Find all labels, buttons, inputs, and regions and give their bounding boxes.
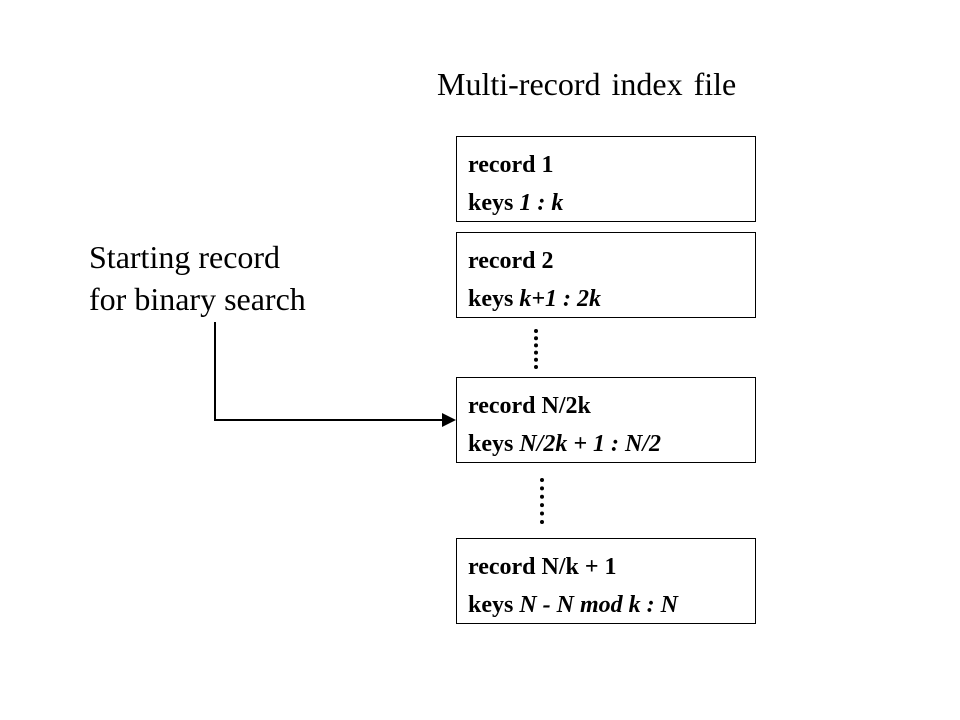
- record-last-keys: keys N - N mod k : N: [468, 586, 755, 624]
- record-box-last: record N/k + 1 keys N - N mod k : N: [456, 538, 756, 624]
- record-middle-name: record N/2k: [468, 393, 591, 419]
- arrow-head-icon: [442, 413, 456, 427]
- record-2-keys-range: k+1 : 2k: [519, 286, 602, 312]
- record-last-keys-range: N - N mod k : N: [519, 592, 678, 618]
- starting-record-label-line-2: for binary search: [89, 281, 306, 317]
- record-2-keys-prefix: keys: [468, 286, 520, 312]
- record-box-middle: record N/2k keys N/2k + 1 : N/2: [456, 377, 756, 463]
- record-last-name: record N/k + 1: [468, 554, 617, 580]
- record-1-keys-prefix: keys: [468, 190, 520, 216]
- arrow-line: [214, 322, 446, 421]
- record-middle-keys-range: N/2k + 1 : N/2: [519, 431, 662, 457]
- record-last-keys-prefix: keys: [468, 592, 520, 618]
- record-2-keys: keys k+1 : 2k: [468, 280, 755, 318]
- ellipsis-dots-lower: [540, 478, 544, 524]
- record-1-keys: keys 1 : k: [468, 184, 755, 222]
- record-middle-keys-prefix: keys: [468, 431, 520, 457]
- record-box-2: record 2 keys k+1 : 2k: [456, 232, 756, 318]
- record-1-keys-range: 1 : k: [519, 190, 564, 216]
- record-box-1: record 1 keys 1 : k: [456, 136, 756, 222]
- diagram-title: Multi-record index file: [437, 66, 737, 102]
- record-middle-keys: keys N/2k + 1 : N/2: [468, 425, 755, 463]
- starting-record-label-line-1: Starting record: [89, 239, 281, 275]
- record-1-name: record 1: [468, 152, 554, 178]
- ellipsis-dots-upper: [534, 329, 538, 369]
- record-2-name: record 2: [468, 248, 554, 274]
- starting-record-label: Starting record for binary search: [89, 236, 306, 320]
